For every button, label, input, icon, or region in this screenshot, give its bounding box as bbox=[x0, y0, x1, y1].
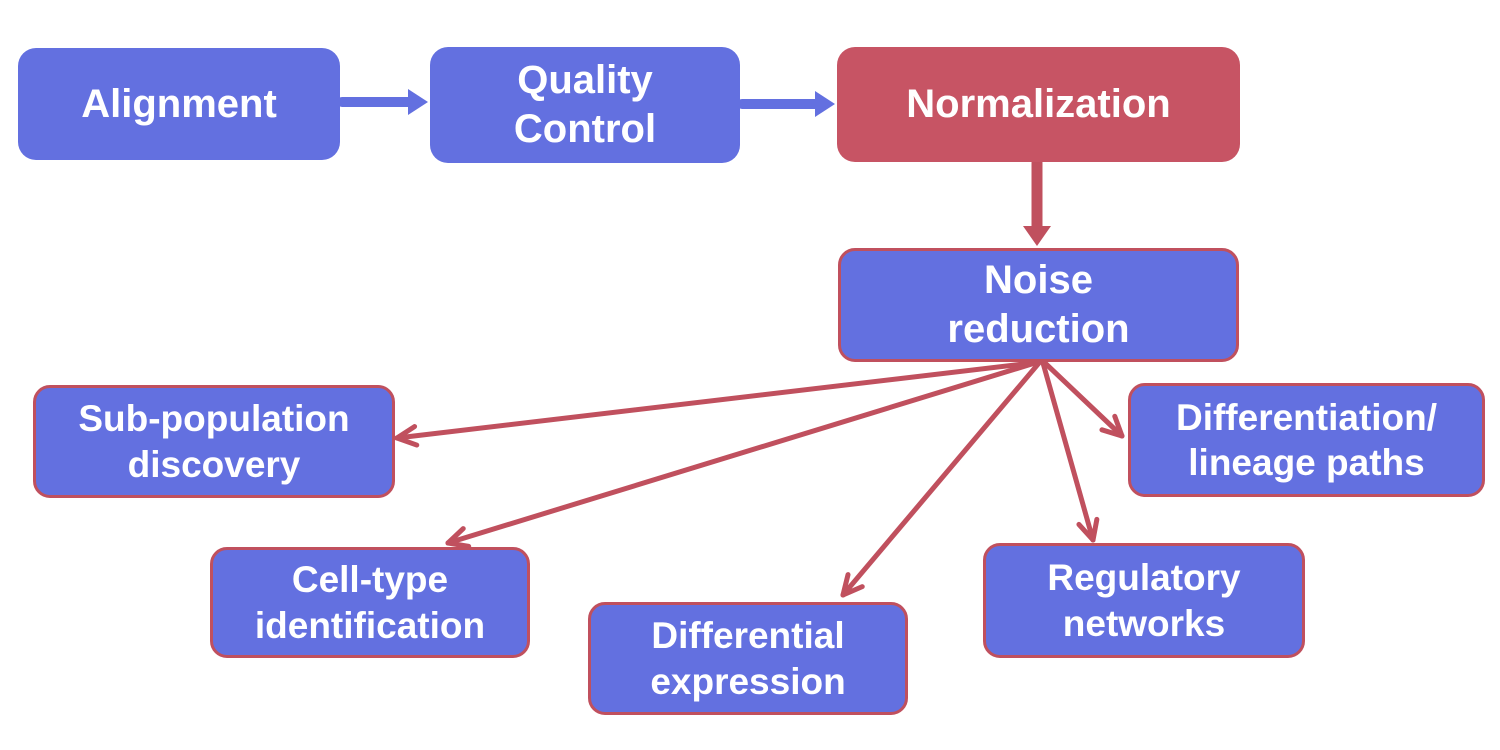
arrow-shaft bbox=[445, 540, 472, 549]
node-differential-expression-label: Differential expression bbox=[650, 615, 846, 702]
node-alignment: Alignment bbox=[18, 48, 340, 160]
node-cell-type-identification: Cell-type identification bbox=[210, 547, 530, 658]
arrow-shaft bbox=[394, 424, 418, 441]
arrow-shaft bbox=[394, 360, 1035, 441]
edge-alignment-to-quality-control bbox=[337, 89, 428, 115]
arrow-shaft bbox=[1042, 360, 1125, 439]
arrow-shaft bbox=[1040, 360, 1096, 543]
edge-noise-reduction-to-regulatory-networks bbox=[1040, 360, 1100, 543]
node-alignment-label: Alignment bbox=[81, 81, 277, 126]
edge-noise-reduction-to-differentiation-lineage-paths bbox=[1042, 360, 1125, 439]
arrow-shaft bbox=[840, 584, 865, 598]
arrow-shaft bbox=[394, 435, 420, 448]
arrow-shaft bbox=[1099, 427, 1125, 439]
edge-quality-control-to-normalization bbox=[737, 91, 835, 117]
arrow-shaft bbox=[1076, 521, 1096, 543]
node-quality-control-label: Quality Control bbox=[513, 58, 657, 151]
node-regulatory-networks-label: Regulatory networks bbox=[1047, 557, 1241, 644]
node-differential-expression: Differential expression bbox=[588, 602, 908, 715]
arrow-head bbox=[815, 91, 835, 117]
node-cell-type-identification-label: Cell-type identification bbox=[254, 559, 486, 646]
arrow-shaft bbox=[840, 572, 851, 598]
node-differentiation-lineage-paths-label: Differentiation/ lineage paths bbox=[1175, 396, 1438, 483]
node-normalization-label: Normalization bbox=[906, 82, 1171, 127]
arrow-head bbox=[1023, 226, 1051, 246]
node-sub-population-discovery: Sub-population discovery bbox=[33, 385, 395, 498]
node-noise-reduction: Noise reduction bbox=[838, 248, 1239, 362]
edge-normalization-to-noise-reduction bbox=[1023, 157, 1051, 246]
edge-noise-reduction-to-sub-population-discovery bbox=[394, 360, 1035, 448]
node-regulatory-networks: Regulatory networks bbox=[983, 543, 1305, 658]
node-differentiation-lineage-paths: Differentiation/ lineage paths bbox=[1128, 383, 1485, 497]
node-noise-reduction-label: Noise reduction bbox=[947, 258, 1130, 351]
arrow-shaft bbox=[1090, 516, 1100, 543]
arrow-shaft bbox=[445, 360, 1038, 546]
node-sub-population-discovery-label: Sub-population discovery bbox=[78, 398, 350, 485]
node-quality-control: Quality Control bbox=[430, 47, 740, 163]
edge-noise-reduction-to-cell-type-identification bbox=[445, 360, 1038, 549]
node-normalization: Normalization bbox=[837, 47, 1240, 162]
arrow-shaft bbox=[1112, 413, 1125, 439]
arrow-shaft bbox=[445, 526, 466, 546]
arrow-head bbox=[408, 89, 428, 115]
